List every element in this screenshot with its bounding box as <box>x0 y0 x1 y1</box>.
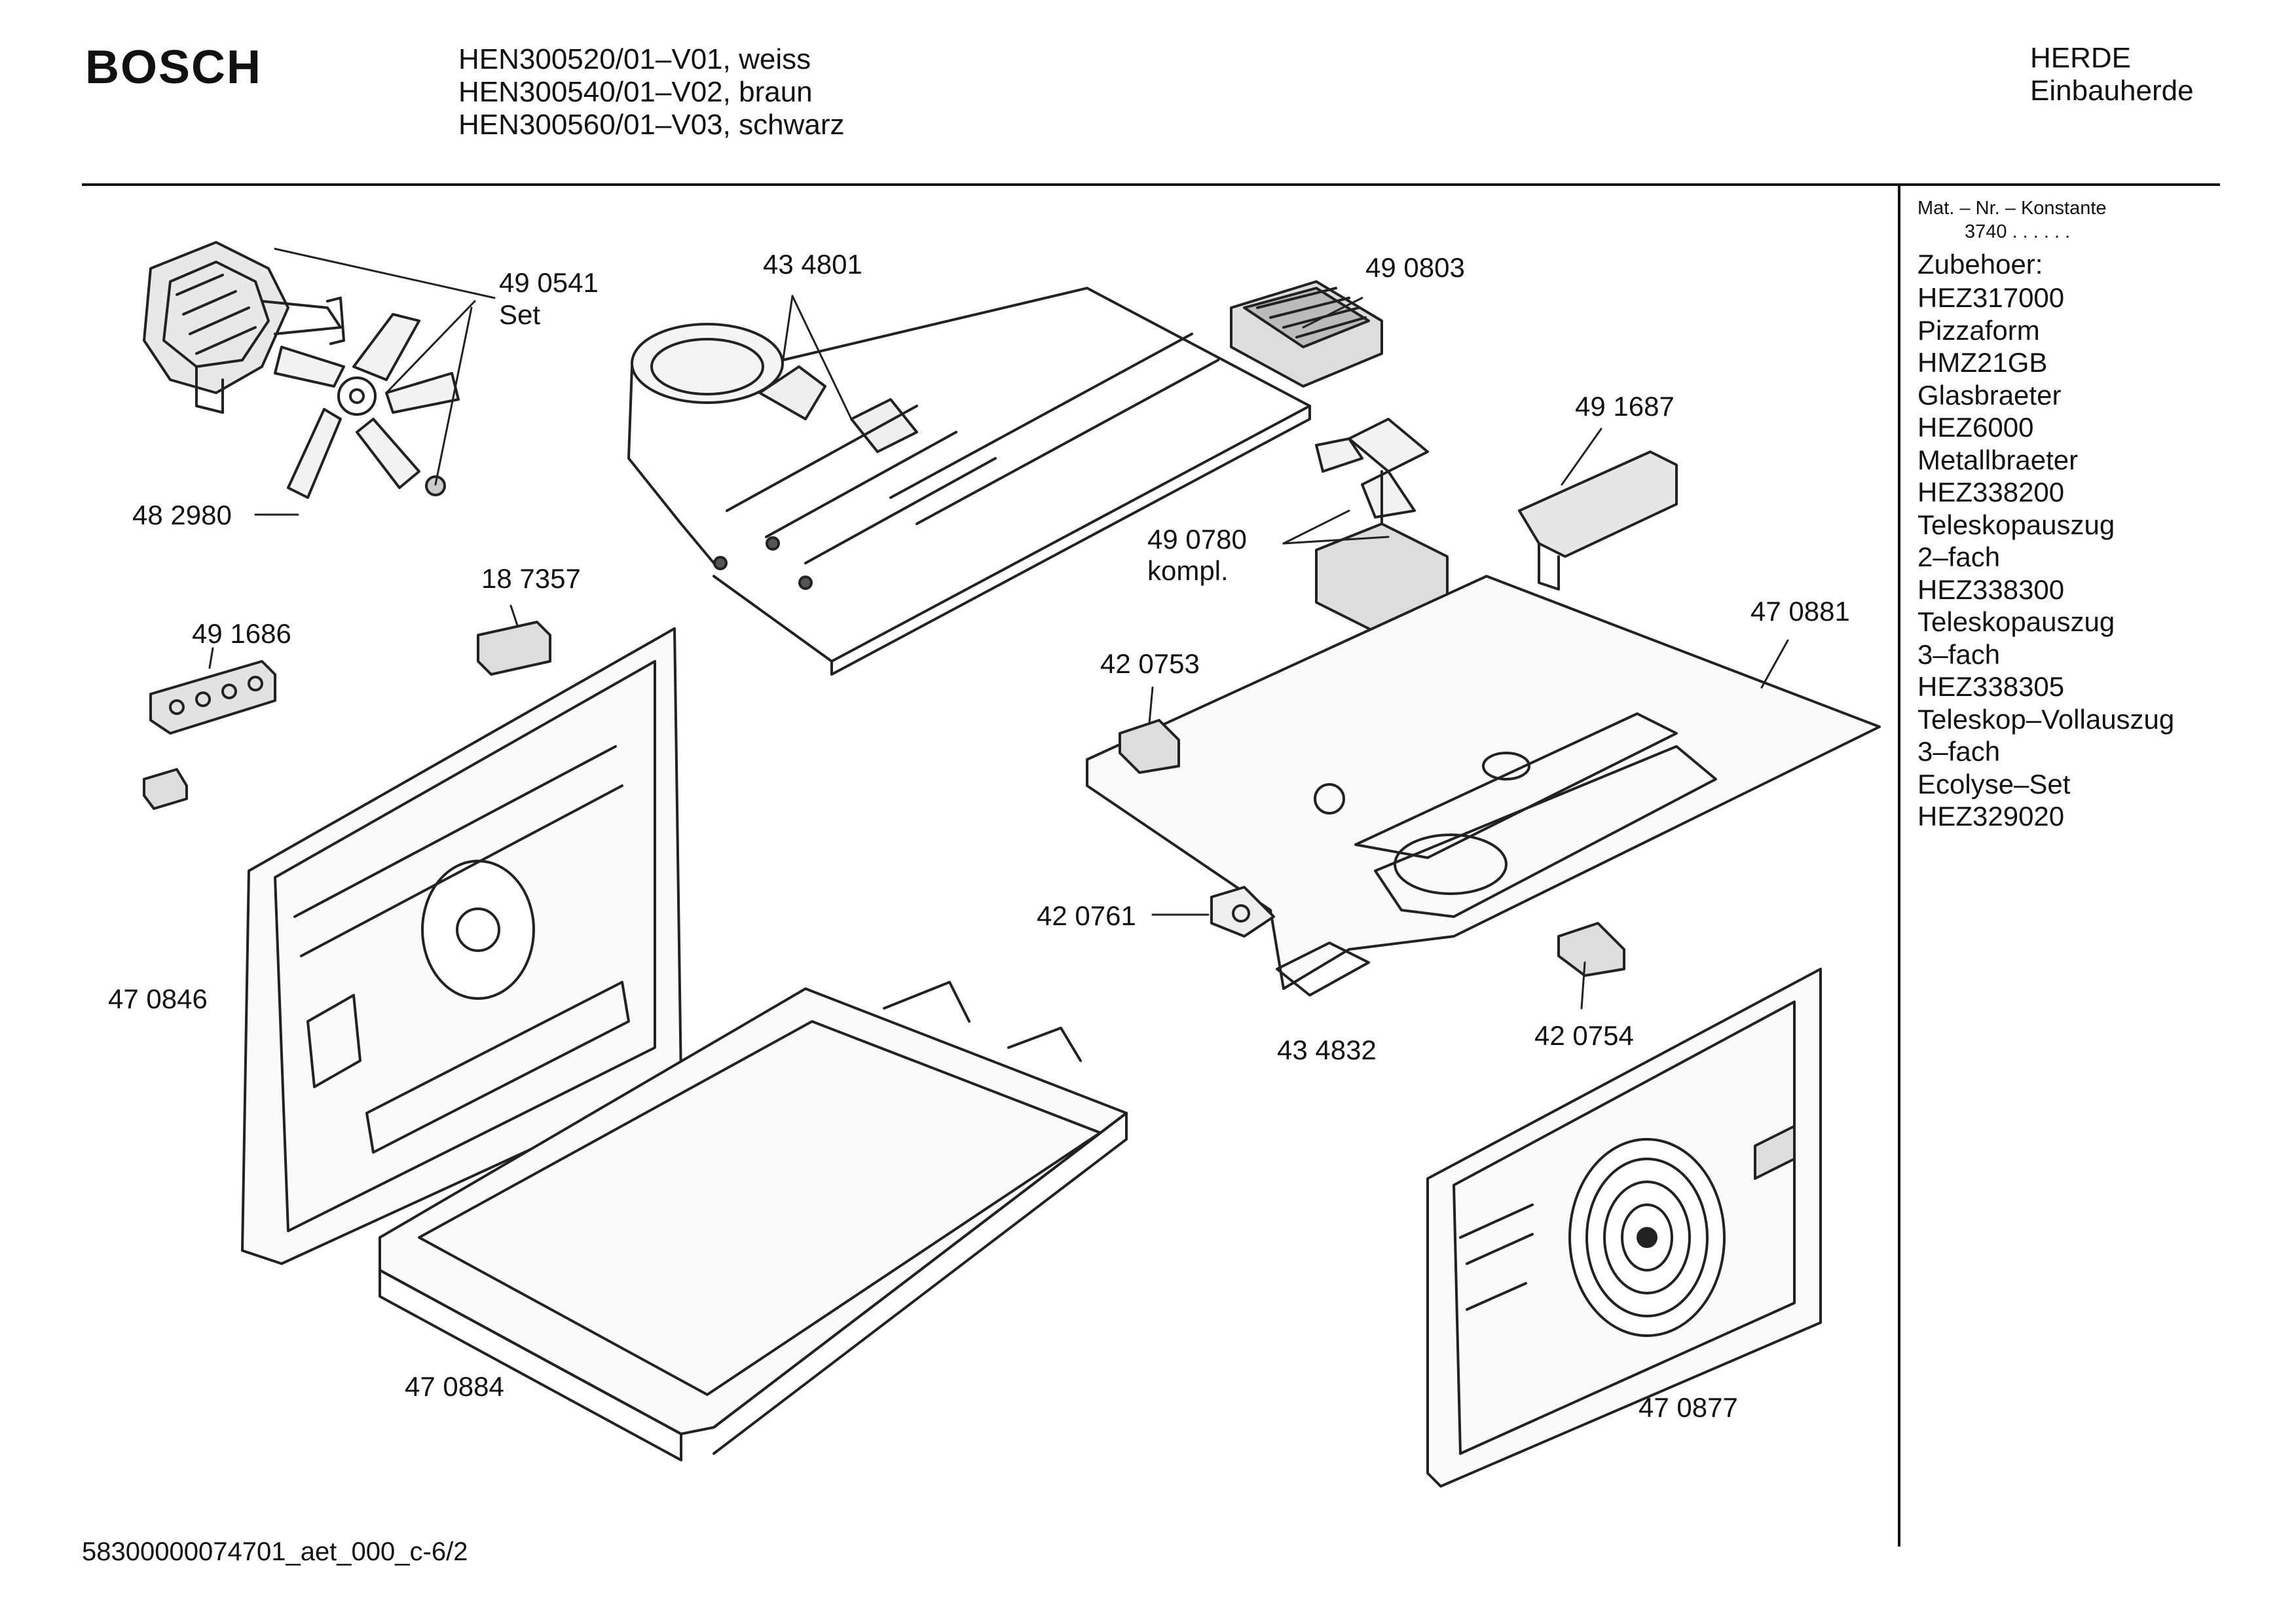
part-label-470884: 47 0884 <box>405 1371 504 1402</box>
rear-wall-drawing <box>1426 968 1822 1488</box>
thermostat-420754-drawing <box>1557 922 1625 977</box>
part-label-470877: 47 0877 <box>1639 1392 1738 1423</box>
part-label-420754: 42 0754 <box>1534 1020 1634 1051</box>
part-label-490803: 49 0803 <box>1365 252 1465 283</box>
accessory-item: 3–fach <box>1917 736 2001 767</box>
part-label-470846: 47 0846 <box>108 983 208 1014</box>
accessory-item: HMZ21GB <box>1917 347 2048 378</box>
accessory-item: HEZ338300 <box>1917 574 2065 605</box>
cooling-fan-drawing <box>1315 418 1449 636</box>
accessory-item: Teleskopauszug <box>1917 606 2115 637</box>
accessory-item: Teleskopauszug <box>1917 509 2115 540</box>
accessory-item: HEZ338305 <box>1917 671 2065 702</box>
part-label-491687: 49 1687 <box>1575 391 1675 422</box>
accessory-item: HEZ6000 <box>1917 412 2034 443</box>
part-label-491686: 49 1686 <box>192 618 291 649</box>
air-duct-drawing <box>627 287 1311 676</box>
heatsink-module-drawing <box>1230 280 1383 388</box>
model-line-1: HEN300520/01–V01, weiss <box>458 43 811 75</box>
part-label-434832: 43 4832 <box>1277 1035 1377 1065</box>
fan-motor-drawing <box>143 241 345 414</box>
accessory-item: 2–fach <box>1917 541 2001 572</box>
model-line-2: HEN300540/01–V02, braun <box>458 76 813 108</box>
fan-nut-drawing <box>425 475 446 496</box>
accessory-item: HEZ329020 <box>1917 801 2065 832</box>
accessories-title: Zubehoer: <box>1917 249 2043 280</box>
accessory-item: Pizzaform <box>1917 314 2040 346</box>
part-label-490541: 49 0541 <box>499 267 599 298</box>
mat-nr-label: Mat. – Nr. – Konstante <box>1917 198 2107 219</box>
accessory-item: Metallbraeter <box>1917 444 2079 475</box>
part-label-490780: 49 0780 <box>1147 524 1247 555</box>
bracket-drawing <box>1518 450 1678 591</box>
document-code: 58300000074701_aet_000_c-6/2 <box>82 1537 468 1566</box>
sidebar-divider <box>1898 185 1900 1547</box>
leader-lines <box>208 247 1789 1010</box>
accessory-item: Ecolyse–Set <box>1917 768 2071 799</box>
accessory-item: Glasbraeter <box>1917 379 2062 411</box>
back-panel-drawing <box>241 627 682 1265</box>
brand-logo: BOSCH <box>85 41 263 94</box>
part-label-490541-set: Set <box>499 299 541 330</box>
model-line-3: HEN300560/01–V03, schwarz <box>458 109 845 141</box>
part-label-420761: 42 0761 <box>1037 900 1136 931</box>
header-divider <box>82 183 2220 186</box>
bottom-tray-drawing <box>379 981 1128 1461</box>
accessory-item: Teleskop–Vollauszug <box>1917 703 2175 735</box>
terminal-block-491686-drawing <box>143 660 276 810</box>
part-label-482980: 48 2980 <box>132 500 232 530</box>
clip-420761-drawing <box>1210 886 1275 938</box>
fan-blade-drawing <box>274 313 460 499</box>
accessory-item: 3–fach <box>1917 638 2001 670</box>
cover-plate-drawing <box>1086 575 1881 997</box>
connector-187357-drawing <box>477 621 551 676</box>
mat-nr-value: 3740 . . . . . . <box>1965 221 2071 242</box>
accessory-item: HEZ317000 <box>1917 282 2065 313</box>
part-label-434801: 43 4801 <box>763 249 862 280</box>
accessory-item: HEZ338200 <box>1917 477 2065 507</box>
category-subtitle: Einbauherde <box>2030 75 2194 107</box>
part-label-420753: 42 0753 <box>1100 648 1200 679</box>
part-label-490780-kompl: kompl. <box>1147 555 1229 586</box>
thermostat-420753-drawing <box>1119 719 1180 774</box>
category-title: HERDE <box>2030 42 2132 74</box>
part-label-187357: 18 7357 <box>481 563 581 594</box>
accessories-list: HEZ317000 Pizzaform HMZ21GB Glasbraeter … <box>1917 282 2174 833</box>
part-label-470881: 47 0881 <box>1750 596 1850 627</box>
